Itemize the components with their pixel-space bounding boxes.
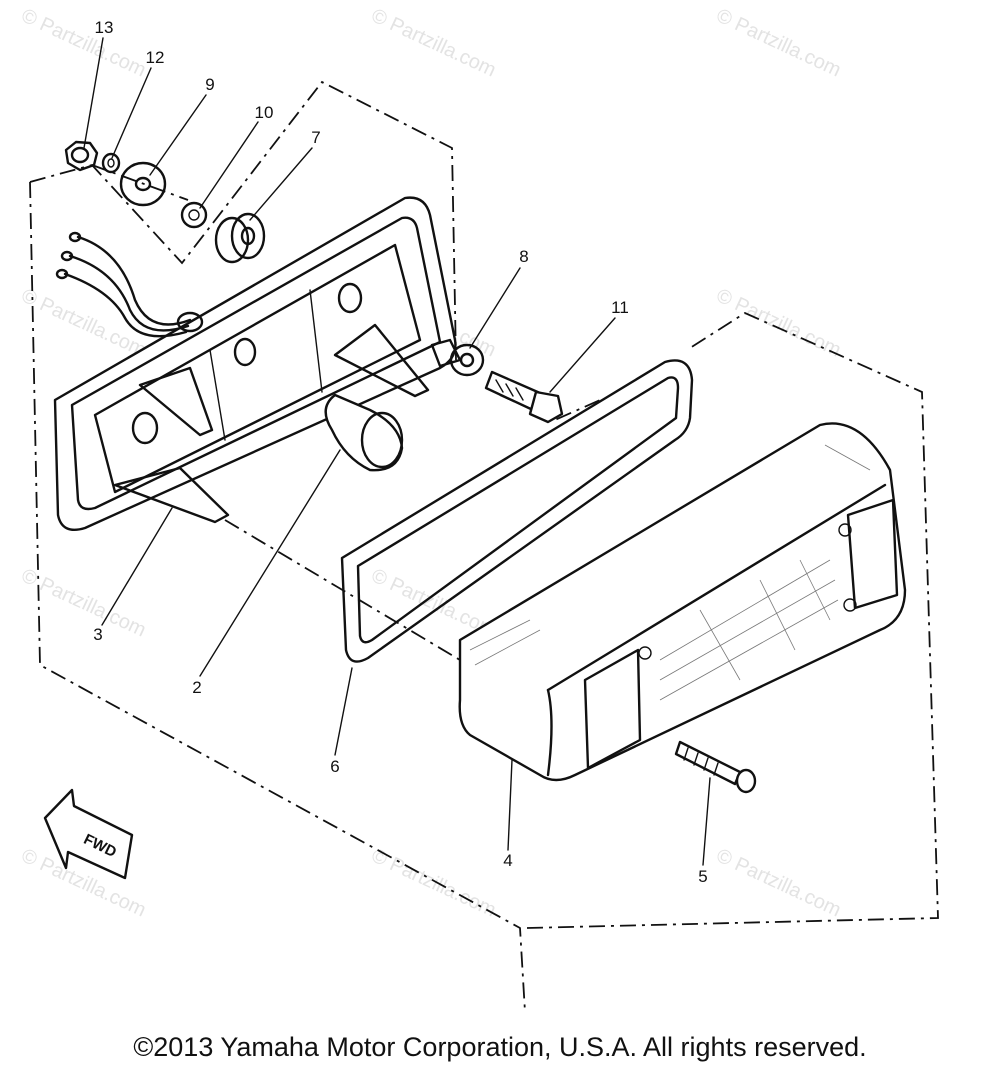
forward-direction-arrow: FWD <box>43 788 134 880</box>
callout-3: 3 <box>93 625 102 644</box>
callout-11: 11 <box>611 298 629 317</box>
part-9-washer <box>119 161 167 207</box>
callout-10: 10 <box>255 103 274 122</box>
callout-8: 8 <box>519 247 528 266</box>
callout-6: 6 <box>330 757 339 776</box>
watermark: © Partzilla.com <box>713 845 844 922</box>
callout-5: 5 <box>698 867 707 886</box>
part-4-lens <box>458 422 907 782</box>
watermark: © Partzilla.com <box>713 285 844 362</box>
part-10-washer <box>180 201 208 229</box>
watermark: © Partzilla.com <box>18 5 149 82</box>
part-6-gasket <box>340 359 694 663</box>
callout-13: 13 <box>95 18 114 37</box>
taillight-base-housing <box>53 196 457 532</box>
copyright-notice: ©2013 Yamaha Motor Corporation, U.S.A. A… <box>133 1032 867 1062</box>
callout-2: 2 <box>192 678 201 697</box>
callout-7: 7 <box>311 128 320 147</box>
callout-12: 12 <box>146 48 165 67</box>
wire-harness <box>55 231 204 338</box>
part-12-lock-washer <box>101 152 121 174</box>
callout-leader-lines <box>83 37 711 866</box>
watermark: © Partzilla.com <box>713 5 844 82</box>
part-13-nut <box>64 140 99 172</box>
callout-labels: 13 12 9 10 7 8 11 3 2 6 4 5 <box>93 18 707 886</box>
part-8-spacer <box>430 338 485 377</box>
part-2-bulb <box>324 393 404 472</box>
callout-4: 4 <box>503 851 512 870</box>
part-5-screw <box>674 740 757 794</box>
part-7-grommet <box>214 212 266 264</box>
callout-9: 9 <box>205 75 214 94</box>
part-11-bolt <box>484 370 564 424</box>
watermark: © Partzilla.com <box>368 5 499 82</box>
